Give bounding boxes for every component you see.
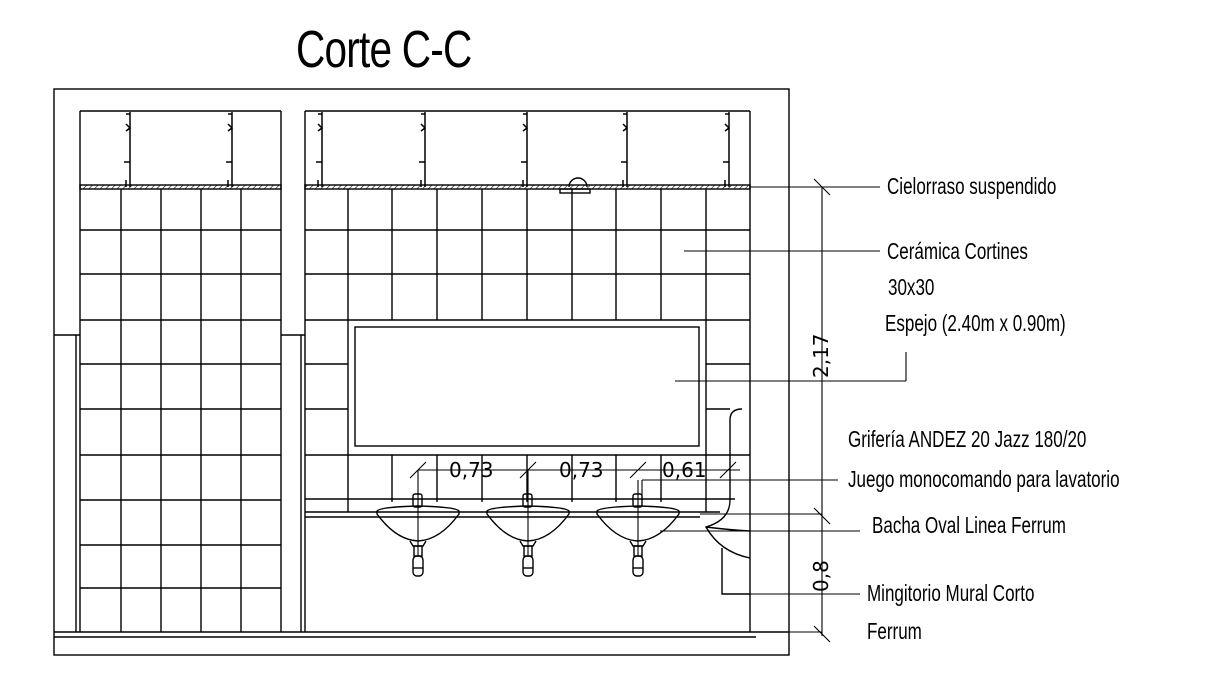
left-door-jamb (54, 334, 80, 632)
leader-lines (641, 186, 907, 595)
label-ceiling: Cielorraso suspendido (887, 173, 1057, 199)
label-faucet-desc: Juego monocomando para lavatorio (848, 466, 1120, 492)
dimension-spacing-2: 0,73 (559, 458, 604, 482)
ceiling-hangers (124, 112, 731, 187)
dimension-height-basin: 0,8 (809, 560, 833, 592)
label-urinal: Mingitorio Mural Corto (867, 580, 1035, 606)
faucet-spacing-dimension (409, 461, 740, 556)
dimension-height-total: 2,17 (809, 333, 833, 378)
label-ceramic: Cerámica Cortines (887, 238, 1028, 264)
ceiling-light-icon (559, 177, 591, 194)
outer-wall (53, 88, 790, 656)
partition-wall (281, 111, 306, 632)
label-mirror: Espejo (2.40m x 0.90m) (885, 310, 1066, 336)
label-basin: Bacha Oval Linea Ferrum (872, 512, 1066, 538)
suspended-ceiling (79, 184, 751, 190)
label-faucet: Grifería ANDEZ 20 Jazz 180/20 (848, 426, 1087, 452)
dimension-spacing-3: 0,61 (662, 458, 707, 482)
label-urinal-brand: Ferrum (867, 618, 922, 644)
tile-grid-right (305, 111, 751, 632)
urinal-icon (704, 408, 751, 595)
mirror (354, 326, 700, 447)
label-ceramic-size: 30x30 (888, 274, 935, 300)
drawing-title: Corte C-C (296, 21, 472, 79)
dimension-spacing-1: 0,73 (449, 458, 494, 482)
tile-grid-left (79, 111, 282, 632)
